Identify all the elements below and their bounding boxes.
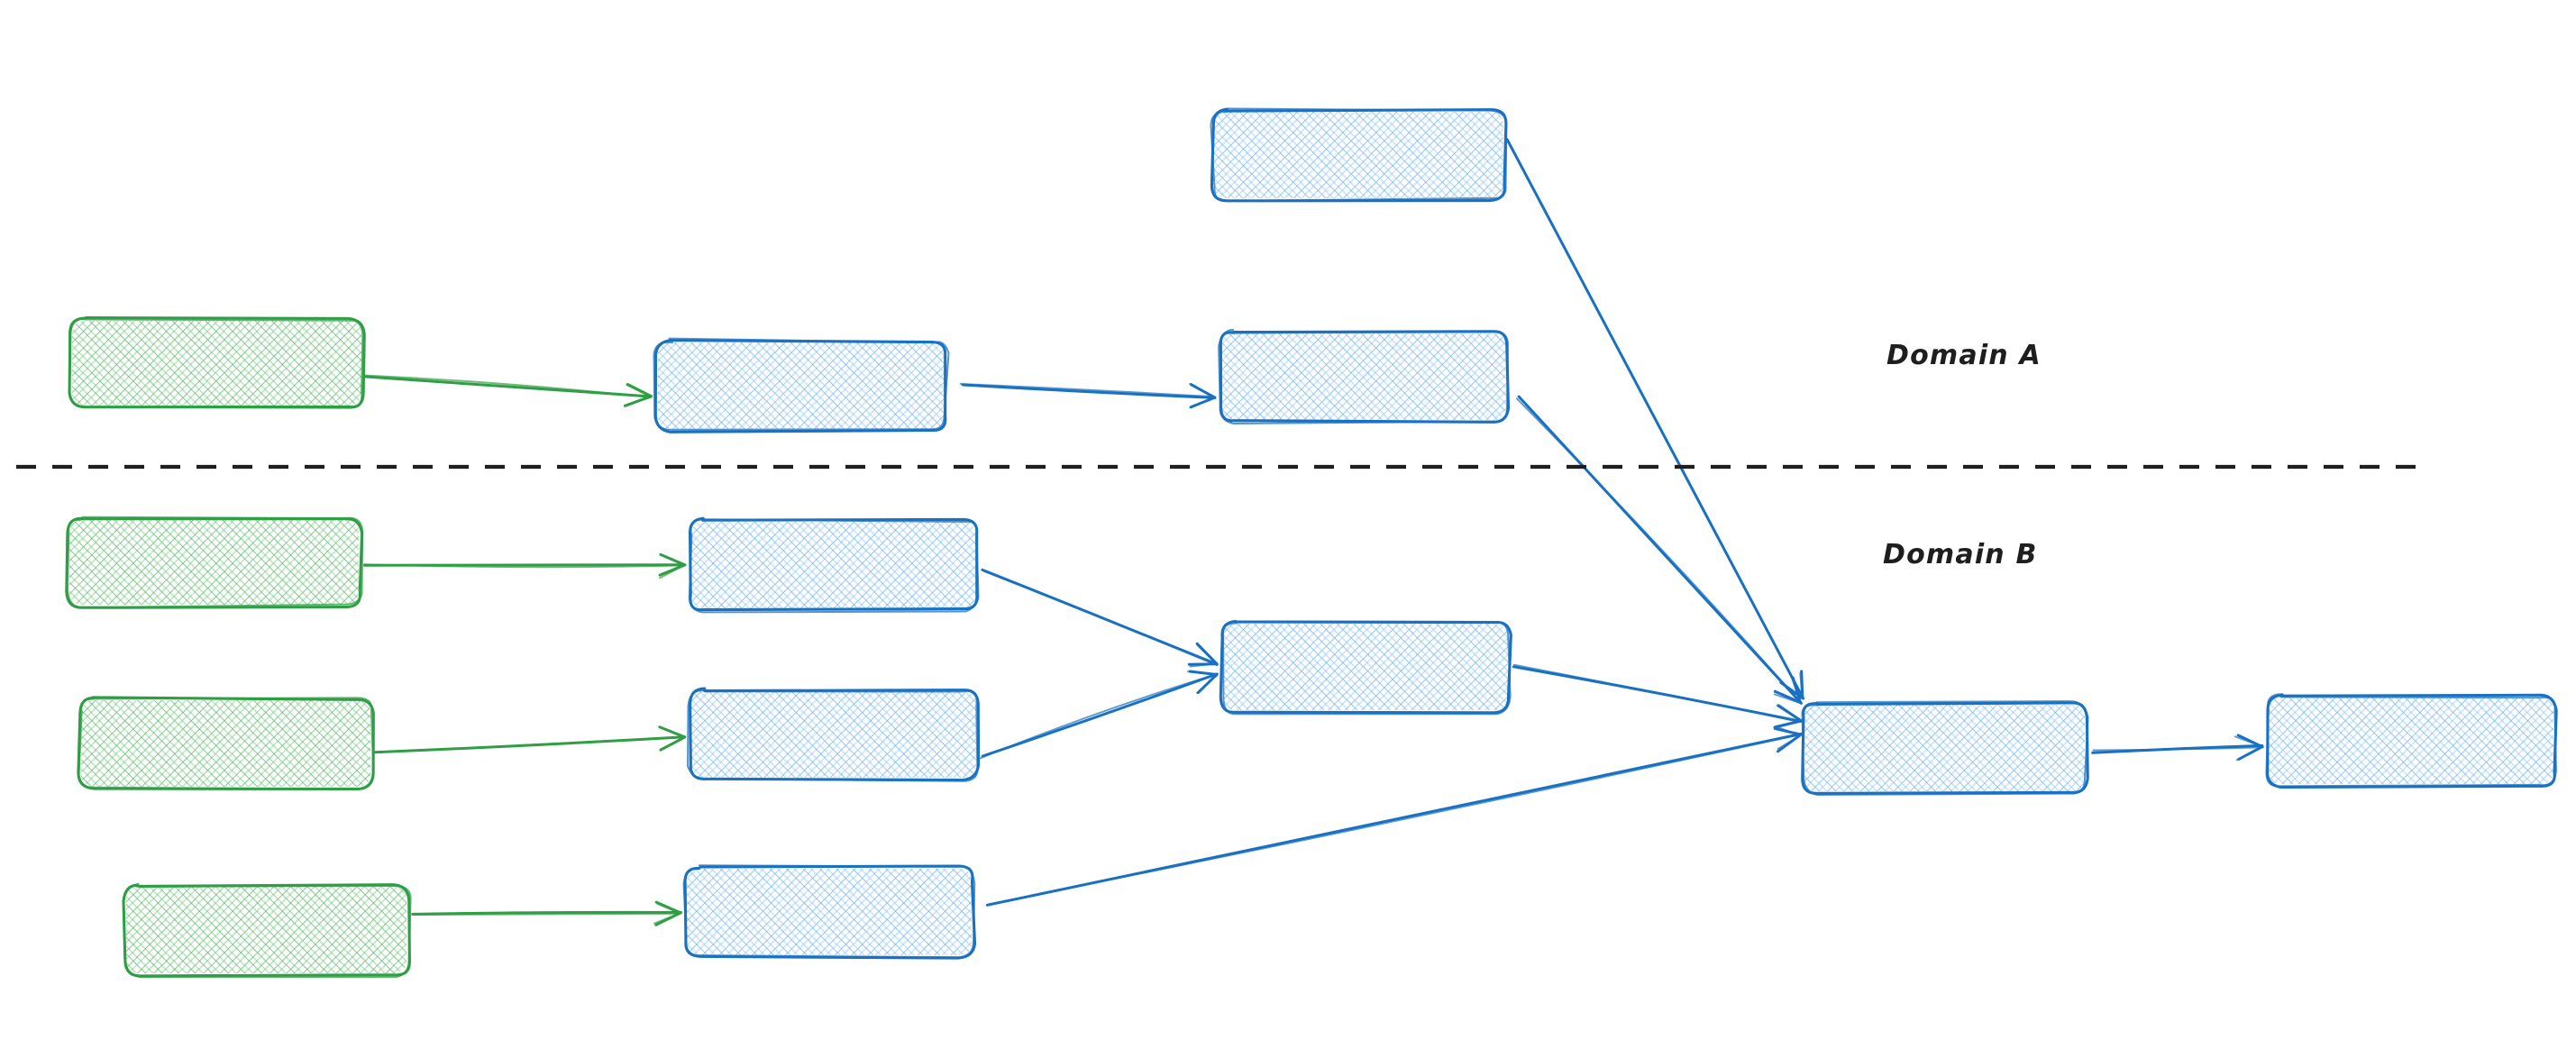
node-fill — [1221, 333, 1506, 420]
node-outline — [1801, 700, 2089, 797]
edge-line — [2092, 746, 2264, 752]
node-outline — [2265, 693, 2557, 788]
edge-e9[interactable] — [1512, 663, 1804, 729]
node-outline — [653, 337, 950, 431]
node-outline — [687, 689, 979, 782]
edge-arrowhead — [1189, 383, 1216, 409]
node-b-blue-final[interactable] — [2265, 693, 2558, 789]
edge-line — [1515, 397, 1802, 704]
node-a-top-blue[interactable] — [1210, 107, 1508, 203]
node-fill — [72, 321, 361, 406]
node-a-blue-2[interactable] — [1218, 328, 1511, 425]
edge-line — [363, 563, 687, 569]
node-outline — [123, 882, 412, 979]
edge-line — [411, 910, 683, 916]
node-fill — [1804, 705, 2085, 791]
node-fill — [81, 700, 370, 787]
nodes-layer — [65, 107, 2558, 979]
node-fill — [687, 869, 972, 955]
node-a-blue-1[interactable] — [653, 337, 950, 433]
edge-arrowhead — [658, 725, 687, 752]
edge-arrowhead — [1775, 725, 1802, 750]
node-outline — [68, 316, 366, 409]
edge-e5[interactable] — [363, 552, 687, 579]
edge-arrowhead — [1773, 726, 1803, 753]
edge-arrowhead — [653, 902, 681, 925]
node-a-green-1[interactable] — [68, 316, 366, 409]
edge-line — [983, 570, 1219, 665]
node-outline — [1221, 620, 1512, 716]
edge-e7[interactable] — [372, 725, 687, 754]
node-b-green-1[interactable] — [65, 515, 364, 609]
node-outline — [66, 515, 364, 609]
edge-line — [1512, 663, 1804, 722]
node-fill — [691, 691, 976, 778]
edge-line — [374, 735, 685, 754]
edge-e11[interactable] — [985, 725, 1803, 907]
node-b-green-3[interactable] — [122, 882, 412, 979]
node-fill — [69, 520, 359, 605]
edge-line — [979, 672, 1219, 760]
node-b-blue-mid[interactable] — [1219, 619, 1512, 716]
domain-a-label: Domain A — [1886, 340, 2042, 371]
domain-b-label: Domain B — [1883, 539, 2038, 570]
edge-e6[interactable] — [981, 568, 1219, 668]
edge-line — [961, 383, 1217, 399]
node-b-green-2[interactable] — [77, 696, 375, 791]
edge-arrowhead — [1189, 643, 1218, 668]
edge-line — [362, 374, 651, 398]
node-outline — [653, 339, 947, 433]
edge-e8[interactable] — [979, 670, 1219, 760]
edge-arrowhead — [624, 384, 653, 406]
node-fill — [2269, 698, 2553, 784]
edge-arrowhead — [654, 900, 682, 926]
edge-line — [1517, 395, 1803, 705]
edge-line — [988, 733, 1803, 906]
node-fill — [691, 522, 976, 608]
node-outline — [682, 864, 976, 959]
node-b-blue-merge[interactable] — [1801, 700, 2089, 797]
edges-layer — [362, 138, 2264, 926]
node-fill — [1214, 112, 1503, 198]
node-outline — [1210, 107, 1508, 202]
edge-arrowhead — [1774, 704, 1803, 727]
edge-e12[interactable] — [2091, 734, 2264, 762]
node-outline — [1218, 328, 1509, 425]
edge-e2[interactable] — [959, 383, 1217, 409]
edge-e4[interactable] — [1515, 395, 1803, 705]
edge-e3[interactable] — [1505, 138, 1805, 700]
edge-e10[interactable] — [411, 900, 683, 926]
node-fill — [1223, 624, 1508, 710]
node-outline — [688, 516, 980, 614]
edge-arrowhead — [1773, 675, 1802, 705]
edge-arrowhead — [2233, 735, 2264, 762]
node-b-blue-1[interactable] — [688, 516, 980, 614]
edge-line — [411, 912, 681, 916]
edge-line — [1512, 665, 1802, 724]
node-outline — [68, 317, 364, 409]
edge-arrowhead — [1187, 670, 1219, 694]
node-b-blue-3[interactable] — [682, 864, 977, 960]
node-fill — [658, 342, 945, 429]
edge-line — [1507, 140, 1804, 699]
edge-e1[interactable] — [362, 374, 653, 407]
edge-arrowhead — [659, 554, 685, 579]
edge-line — [959, 383, 1216, 398]
node-outline — [78, 696, 375, 790]
node-fill — [126, 887, 406, 973]
node-b-blue-2[interactable] — [687, 687, 981, 782]
